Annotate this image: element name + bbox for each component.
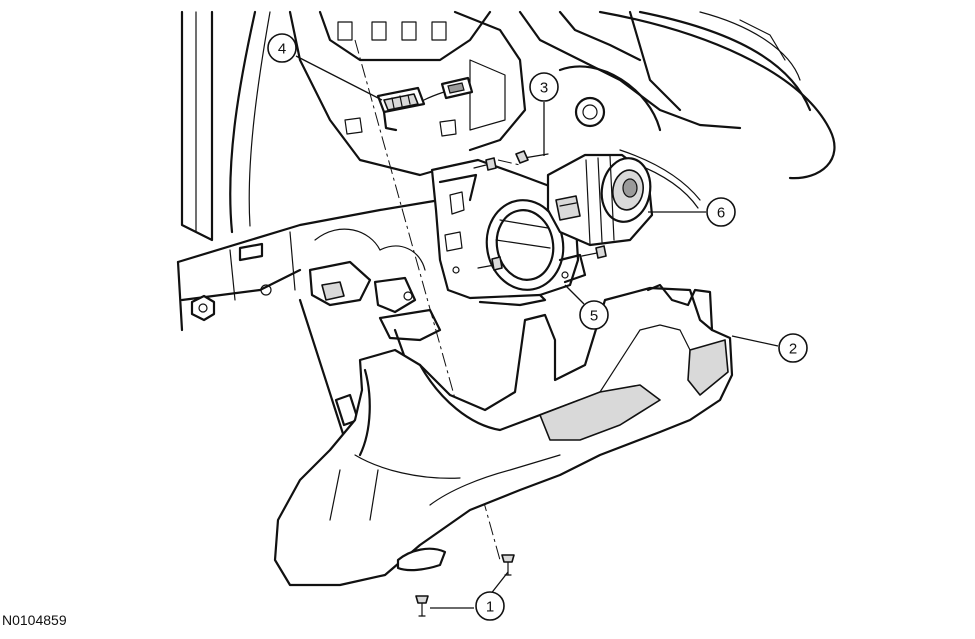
screw xyxy=(415,595,429,617)
callout-4-label: 4 xyxy=(278,41,286,58)
mounting-nut xyxy=(190,294,216,322)
dash-support-structure xyxy=(176,10,836,442)
callout-6-label: 6 xyxy=(717,205,725,222)
callout-4: 4 xyxy=(267,33,383,101)
steering-column-lower-shroud xyxy=(273,283,734,587)
callout-1: 1 xyxy=(430,571,509,621)
figure-id-label: N0104859 xyxy=(2,612,67,628)
callout-5: 5 xyxy=(564,284,609,330)
callout-2-label: 2 xyxy=(789,341,797,358)
column-centerline xyxy=(354,39,501,561)
screw xyxy=(581,245,607,259)
ignition-switch-cylinder xyxy=(546,153,654,247)
callout-3: 3 xyxy=(529,72,559,156)
callout-6: 6 xyxy=(648,197,736,227)
callout-3-label: 3 xyxy=(540,80,548,97)
screw-axis-line xyxy=(497,159,521,166)
electrical-connector-assembly xyxy=(376,76,474,132)
callout-2: 2 xyxy=(731,333,808,363)
screw xyxy=(473,157,497,171)
screws-upper xyxy=(473,150,607,271)
callout-5-label: 5 xyxy=(590,308,598,325)
callout-1-label: 1 xyxy=(486,599,494,616)
screw xyxy=(515,150,549,164)
screw xyxy=(477,256,503,271)
ignition-lock-housing-bracket xyxy=(430,158,587,307)
